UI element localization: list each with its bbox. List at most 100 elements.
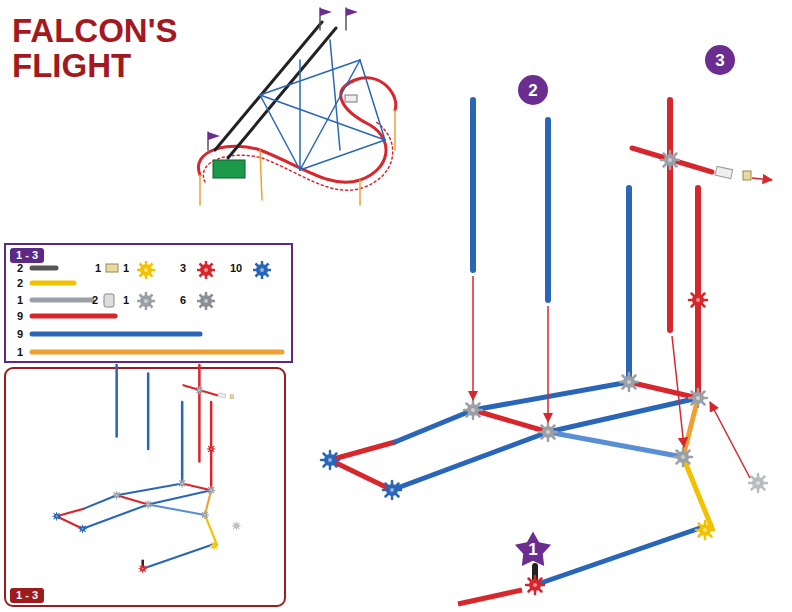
drawing-part	[464, 401, 482, 419]
drawing-part	[199, 175, 201, 205]
drawing-part	[32, 314, 115, 319]
drawing-part	[470, 100, 476, 270]
part-quantity: 6	[180, 295, 186, 306]
drawing-part	[394, 110, 396, 150]
drawing-part	[752, 178, 772, 180]
drawing-part	[360, 60, 385, 140]
overview-inset	[5, 365, 285, 606]
drawing-part	[260, 150, 262, 200]
drawing-part	[535, 528, 700, 585]
drawing-part	[5, 244, 292, 362]
callout-text: 2	[528, 82, 537, 99]
part-quantity: 1	[17, 347, 23, 358]
coaster-model	[198, 8, 395, 205]
insertion-arrows	[458, 178, 772, 604]
callout-number: 3	[705, 45, 735, 75]
drawing-part	[395, 410, 473, 442]
drawing-part	[548, 398, 698, 432]
drawing-part	[547, 306, 549, 422]
drawing-part	[260, 60, 360, 95]
drawing-part	[197, 292, 215, 310]
drawing-part	[208, 8, 346, 150]
drawing-part	[197, 261, 215, 279]
drawing-part	[548, 432, 683, 457]
part-quantity: 2	[17, 278, 23, 289]
part-quantity: 9	[17, 311, 23, 322]
drawing-part	[330, 460, 392, 490]
drawing-part	[710, 402, 750, 478]
drawing-part	[715, 166, 733, 178]
drawing-part	[32, 298, 92, 303]
part-quantity: 1	[17, 295, 23, 306]
drawing-part	[330, 442, 395, 460]
drawing-part	[473, 410, 548, 432]
drawing-part	[689, 291, 707, 309]
drawing-part	[200, 110, 395, 205]
drawing-part	[689, 389, 707, 407]
drawing-part	[683, 398, 698, 457]
drawing-part	[472, 276, 474, 400]
drawing-part	[626, 188, 632, 378]
drawing-part	[667, 100, 673, 330]
drawing-part	[137, 292, 155, 310]
drawing-part	[53, 365, 240, 572]
drawing-part	[473, 382, 629, 410]
drawing-part	[696, 521, 714, 539]
drawing-part	[32, 332, 200, 337]
drawing-part	[330, 40, 340, 150]
drawing-part	[526, 576, 544, 594]
drawing-part	[458, 590, 522, 604]
drawing-part	[253, 261, 271, 279]
drawing-part	[260, 40, 385, 170]
callout-text: 1	[528, 541, 537, 558]
part-quantity: 1	[95, 263, 101, 274]
drawing-part	[345, 95, 357, 102]
drawing-part	[620, 373, 638, 391]
drawing-part	[545, 120, 551, 300]
circle-shape	[518, 75, 548, 105]
part-quantity: 3	[180, 263, 186, 274]
drawing-part	[629, 382, 698, 398]
part-quantity: 2	[92, 295, 98, 306]
parts-list	[5, 244, 292, 362]
drawing-part	[674, 448, 692, 466]
drawing-part	[208, 8, 358, 140]
drawing-part	[383, 481, 401, 499]
callout-text: 3	[715, 52, 724, 69]
drawing-part	[539, 423, 557, 441]
drawing-part	[32, 268, 282, 352]
step-range: 1 - 3	[10, 588, 44, 603]
drawing-part	[661, 151, 679, 169]
step-star: 1	[514, 530, 552, 568]
build-figure	[321, 100, 767, 594]
drawing-part	[632, 148, 712, 172]
drawing-part	[106, 264, 118, 272]
drawing-part	[672, 336, 684, 447]
drawing-part	[137, 261, 155, 279]
part-quantity: 1	[123, 295, 129, 306]
part-quantity: 9	[17, 329, 23, 340]
drawing-part	[392, 432, 548, 490]
drawing-part	[300, 140, 385, 170]
drawing-part	[32, 350, 282, 355]
callout-number: 2	[518, 75, 548, 105]
step-range: 1 - 3	[10, 248, 44, 263]
drawing-part	[198, 78, 395, 183]
drawing-part	[683, 457, 712, 528]
drawing-part	[743, 171, 751, 180]
part-quantity: 1	[123, 263, 129, 274]
drawing-part	[749, 474, 767, 492]
drawing-part	[300, 60, 360, 170]
drawing-part	[321, 451, 339, 469]
drawing-part	[32, 266, 56, 271]
part-quantity: 2	[17, 263, 23, 274]
star-shape	[515, 532, 551, 566]
drawing-part	[260, 95, 300, 170]
drawing-part	[359, 180, 361, 205]
page-title: FALCON'S FLIGHT	[12, 14, 187, 83]
drawing-part	[213, 160, 245, 178]
part-quantity: 10	[230, 263, 242, 274]
